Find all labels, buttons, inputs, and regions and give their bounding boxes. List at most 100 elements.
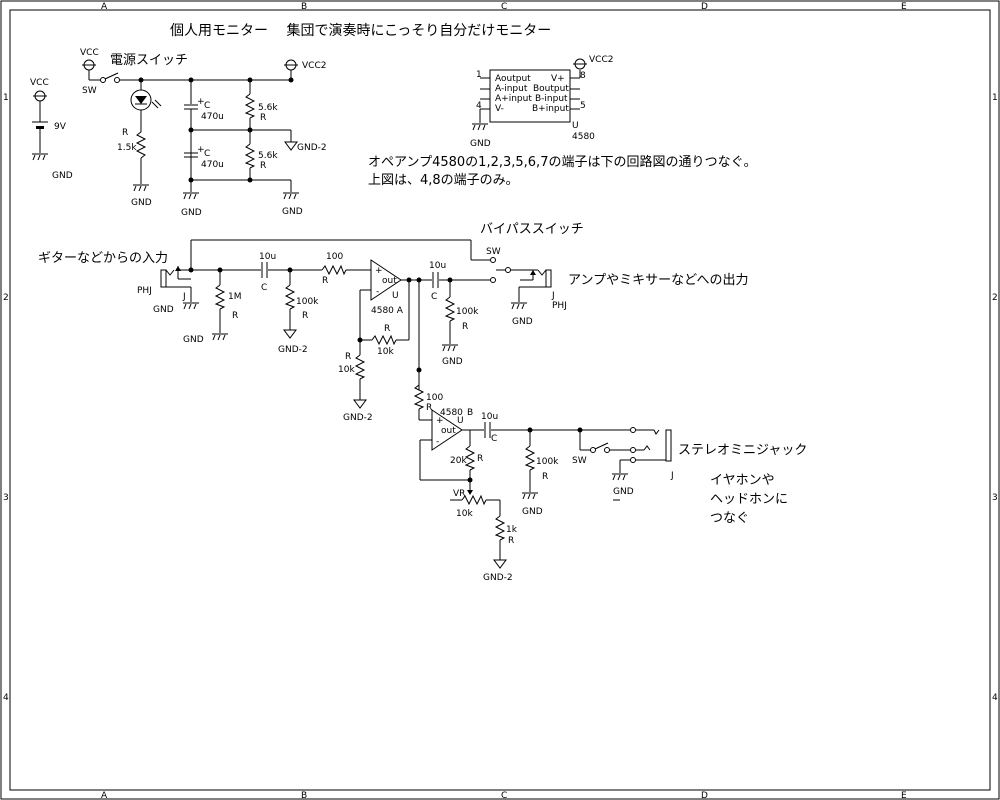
capacitor-value: 10u	[429, 261, 446, 271]
resistor-icon	[135, 131, 147, 159]
power-switch-note: 電源スイッチ	[110, 53, 188, 68]
bypass-switch-note: バイパススイッチ	[480, 222, 584, 237]
note-line-2: 上図は、4,8の端子のみ。	[368, 173, 519, 188]
resistor-value: 5.6k	[258, 103, 278, 113]
output-jack-icon[interactable]	[519, 269, 552, 288]
capacitor-value: 470u	[201, 112, 224, 122]
pin-label: Aoutput	[495, 74, 531, 84]
capacitor-ref: C	[491, 434, 497, 444]
minus-sign: -	[376, 287, 379, 297]
pin-label: V-	[495, 104, 504, 114]
resistor-value: 10k	[377, 347, 394, 357]
gnd-label: GND	[183, 335, 204, 345]
gnd-label: GND	[131, 198, 152, 208]
inner-frame	[9, 9, 991, 791]
ic-part: 4580	[572, 132, 595, 142]
gnd2-label: GND-2	[343, 413, 373, 423]
gnd-label: GND	[470, 139, 491, 149]
opamp-b-section: 100 R + - out 4580 B U 20k R VR 10	[413, 280, 807, 583]
opamp-ref: U	[457, 416, 464, 426]
svg-text:+: +	[197, 97, 205, 107]
pin-label: Boutput	[533, 84, 569, 94]
resistor-ref: R	[426, 403, 432, 413]
minus-sign: -	[436, 437, 439, 447]
capacitor-ref: C	[204, 149, 210, 159]
ground-icon	[612, 473, 628, 481]
resistor-ref: R	[260, 113, 266, 123]
gnd-label: GND	[512, 317, 533, 327]
jack-ref: J	[551, 291, 555, 301]
capacitor-value: 10u	[481, 412, 498, 422]
gnd-label: GND	[442, 357, 463, 367]
gnd2-label: GND-2	[278, 345, 308, 355]
col-label: E	[901, 791, 907, 800]
gnd2-label: GND-2	[483, 573, 513, 583]
electrolytic-capacitor-icon: +	[184, 97, 205, 110]
phones-note-3: つなぐ	[710, 511, 749, 526]
row-label: 3	[992, 493, 998, 503]
gnd2-label: GND-2	[297, 143, 327, 153]
ic-ref: U	[572, 121, 579, 131]
gnd2-icon	[493, 559, 507, 569]
gnd-label: GND	[613, 487, 634, 497]
gnd-label: GND	[282, 207, 303, 217]
capacitor-icon	[432, 272, 439, 288]
row-label: 4	[3, 693, 9, 703]
potentiometer-icon[interactable]	[461, 494, 487, 506]
plus-sign: +	[436, 416, 444, 426]
capacitor-icon	[484, 422, 491, 438]
resistor-value: 20k	[450, 456, 467, 466]
headphone-switch-icon[interactable]	[590, 442, 610, 453]
column-labels-bottom: A B C D E	[101, 791, 907, 800]
jack-type: PHJ	[137, 286, 152, 296]
bypass-switch-icon[interactable]	[490, 257, 511, 283]
resistor-icon	[371, 334, 397, 346]
vcc2-terminal-icon	[573, 58, 587, 70]
opamp-b-icon	[431, 409, 463, 451]
opamp-a-section: + - out U 4580 A R 10k R 10k GND-2	[338, 222, 748, 423]
electrolytic-capacitor-icon: +	[184, 145, 205, 158]
resistor-value: 100k	[296, 297, 319, 307]
resistor-ref: R	[542, 472, 548, 482]
resistor-value: 5.6k	[258, 151, 278, 161]
plus-sign: +	[375, 266, 383, 276]
gnd-label: GND	[522, 507, 543, 517]
battery-value: 9V	[54, 122, 67, 132]
opamp-unit: 4580 A	[371, 306, 404, 316]
power-switch-icon[interactable]	[100, 72, 120, 83]
pin-number: 8	[580, 71, 586, 81]
col-label: C	[501, 2, 507, 12]
vcc-label: VCC	[30, 78, 49, 88]
resistor-ref: R	[384, 324, 390, 334]
ground-icon	[283, 192, 299, 200]
row-label: 1	[3, 93, 9, 103]
gnd-label: GND	[181, 208, 202, 218]
capacitor-ref: C	[204, 101, 210, 111]
switch-ref: SW	[82, 86, 97, 96]
vcc-label: VCC	[80, 48, 99, 58]
ground-icon	[133, 184, 149, 192]
resistor-ref: R	[508, 536, 514, 546]
vr-ref: VR	[453, 489, 465, 499]
svg-text:+: +	[197, 145, 205, 155]
resistor-value: 100k	[536, 457, 559, 467]
gnd2-icon	[353, 399, 367, 409]
pin-label: A+input	[495, 94, 532, 104]
vcc-terminal-icon	[33, 90, 47, 102]
jack-ref: J	[182, 292, 186, 302]
resistor-icon	[214, 284, 226, 310]
pin-label: B+input	[532, 104, 569, 114]
led-icon	[130, 89, 162, 111]
col-label: D	[701, 791, 708, 800]
stereo-jack-icon[interactable]	[630, 427, 672, 463]
pin-label: V+	[551, 74, 565, 84]
row-labels-left: 1 2 3 4	[3, 93, 9, 703]
row-label: 2	[992, 293, 998, 303]
resistor-value: 1.5k	[117, 143, 137, 153]
ground-icon	[183, 192, 199, 200]
ground-icon	[183, 302, 199, 310]
pin-label: B-input	[535, 94, 568, 104]
input-jack-icon[interactable]	[160, 266, 191, 288]
resistor-ref: R	[260, 161, 266, 171]
